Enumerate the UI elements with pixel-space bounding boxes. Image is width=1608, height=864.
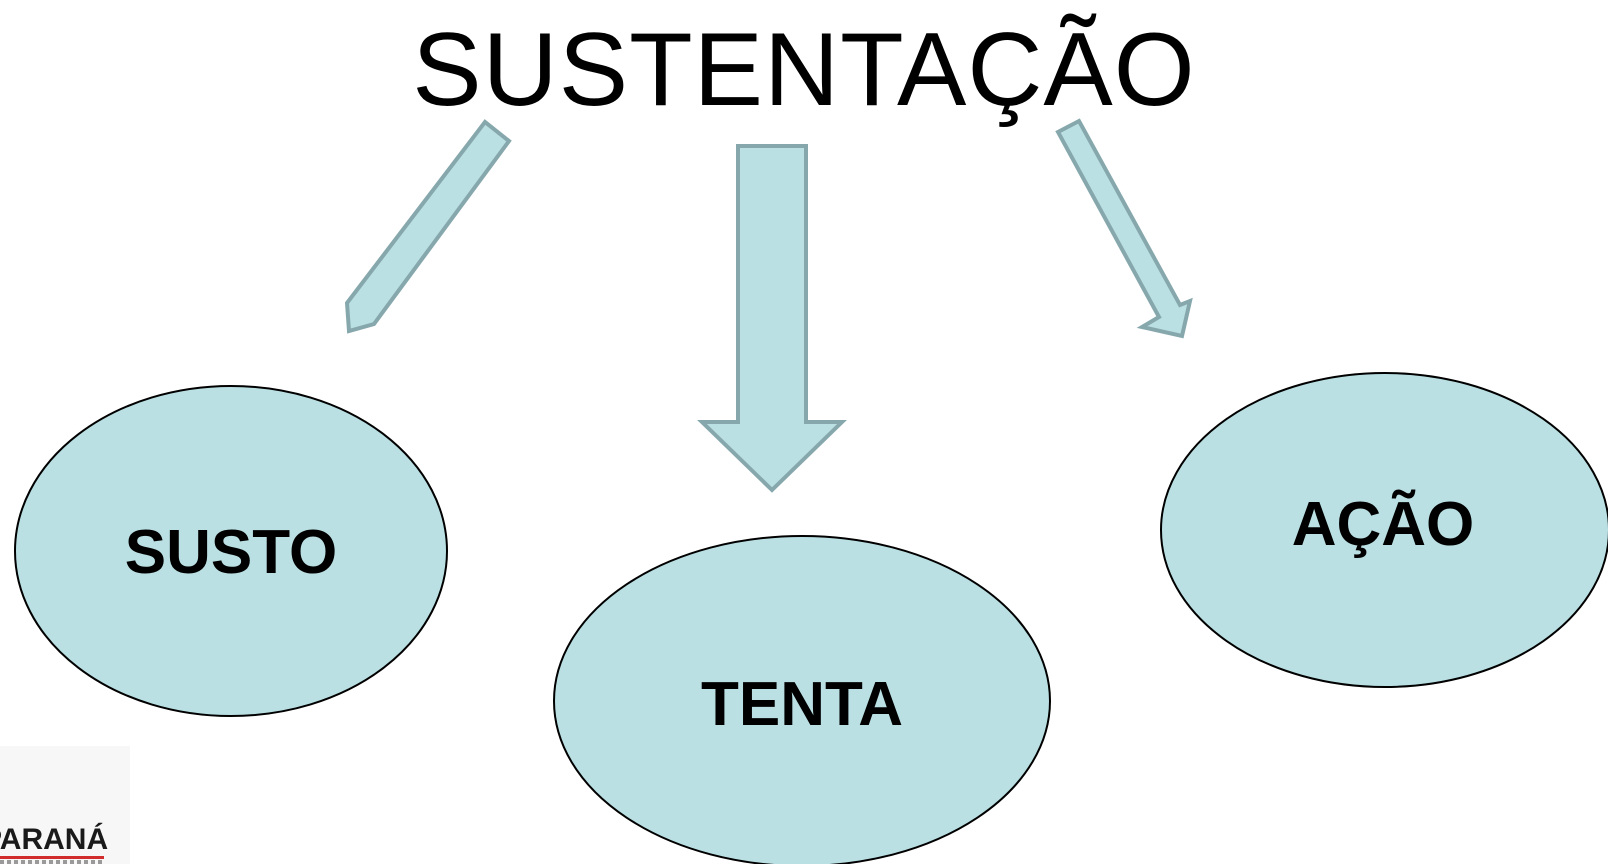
node-susto-label: SUSTO bbox=[124, 518, 338, 587]
node-tenta-shape bbox=[553, 535, 1051, 864]
arrow-to-acao bbox=[1055, 118, 1193, 339]
node-susto-shape bbox=[14, 385, 448, 717]
arrow-to-tenta bbox=[697, 144, 847, 493]
node-acao-label: AÇÃO bbox=[1291, 490, 1475, 559]
node-tenta-label: TENTA bbox=[700, 670, 904, 739]
organization-logo: PARANÁ bbox=[0, 746, 130, 864]
node-acao-shape bbox=[1160, 372, 1608, 688]
logo-red-rule bbox=[0, 856, 104, 859]
logo-tagline-strip bbox=[0, 860, 104, 864]
slide-title: SUSTENTAÇÃO bbox=[412, 12, 1196, 128]
logo-wordmark: PARANÁ bbox=[0, 823, 109, 856]
arrow-to-susto bbox=[344, 119, 512, 334]
